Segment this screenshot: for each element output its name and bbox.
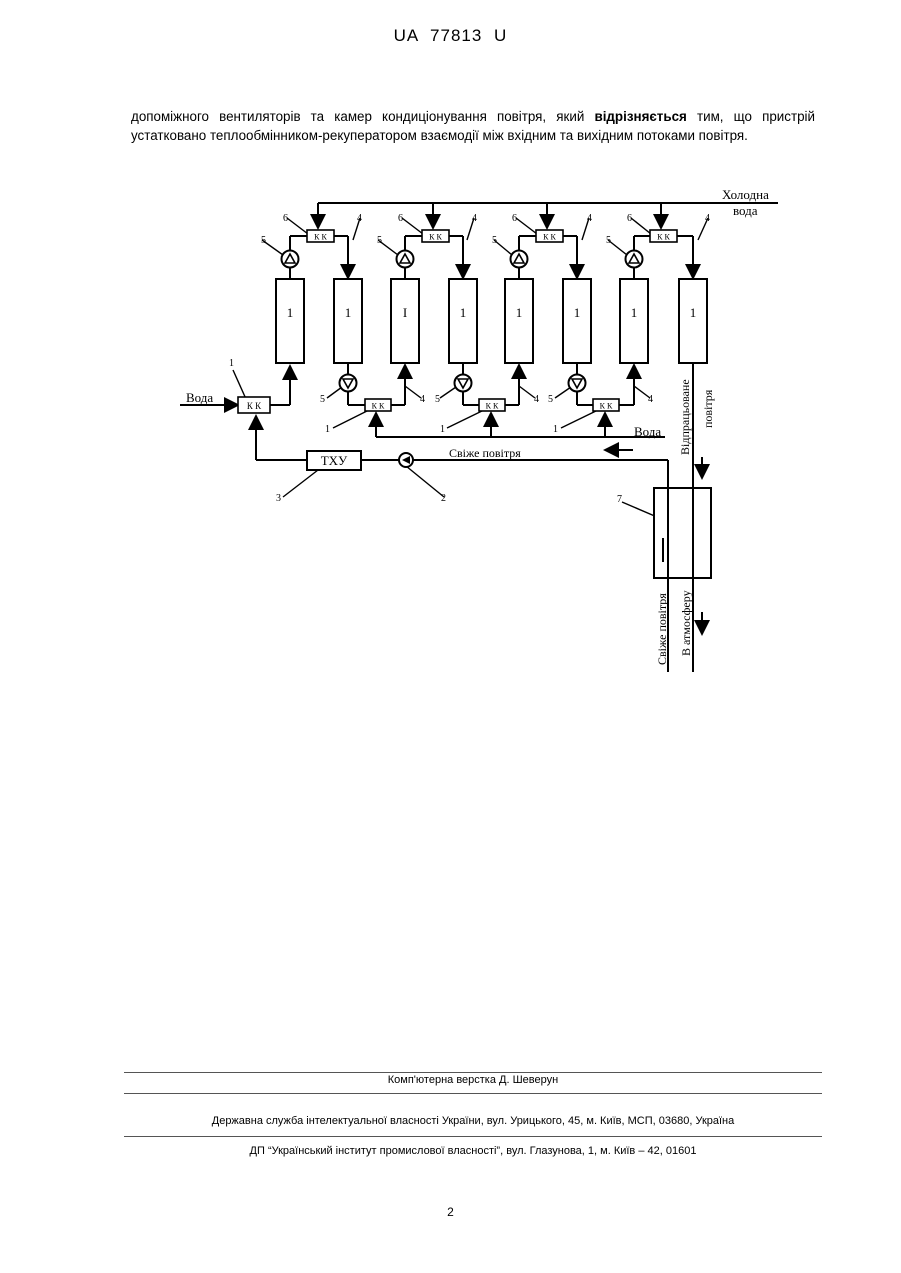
page-number: 2 [0,1205,901,1219]
reference-number: 5 [548,394,553,405]
reference-number: 1 [440,424,445,435]
chamber-label: 1 [287,305,294,320]
air-conditioning-diagram: 1 1 I 1 1 1 1 1 К К К К К К К К К К К К … [170,180,790,680]
chamber-label: 1 [690,305,697,320]
reference-number: 6 [512,213,517,224]
layout-credit: Комп'ютерна верстка Д. Шеверун [124,1074,822,1086]
water-inlet-label: Вода [186,390,213,405]
valve-label: К К [600,402,613,411]
reference-number: 5 [377,235,382,246]
reference-number: 4 [420,394,425,405]
chamber-label: 1 [460,305,467,320]
exhaust-air-label: Відпрацьоване [678,379,692,455]
reference-number: 5 [606,235,611,246]
valve-label: К К [429,233,442,242]
reference-number: 7 [617,494,622,505]
footer-divider [124,1136,822,1137]
reference-number: 4 [534,394,539,405]
footer-divider [124,1072,822,1073]
institute-address: ДП “Український інститут промислової вла… [124,1145,822,1157]
valve-label: К К [543,233,556,242]
claim-text: допоміжного вентиляторів та камер кондиц… [131,107,815,145]
claim-text-part1: допоміжного вентиляторів та камер кондиц… [131,109,594,124]
reference-number: 4 [357,213,362,224]
reference-number: 4 [587,213,592,224]
reference-number: 6 [283,213,288,224]
exhaust-air-label: повітря [701,389,715,428]
chamber-label: 1 [345,305,352,320]
chamber-label: 1 [574,305,581,320]
valve-label: К К [314,233,327,242]
valve-label: К К [486,402,499,411]
reference-number: 4 [648,394,653,405]
chamber-label: 1 [516,305,523,320]
reference-number: 1 [553,424,558,435]
cold-water-label: Холодна [722,187,769,202]
footer-divider [124,1093,822,1094]
reference-number: 5 [261,235,266,246]
reference-number: 5 [492,235,497,246]
conditioning-chambers [276,279,707,363]
reference-number: 2 [441,493,446,504]
reference-number: 6 [627,213,632,224]
to-atmosphere-label: В атмосферу [679,590,693,656]
reference-number: 1 [229,358,234,369]
agency-address: Державна служба інтелектуальної власност… [124,1115,822,1127]
fresh-air-label: Свіже повітря [449,446,521,460]
valve-label: К К [372,402,385,411]
valve-label: К К [247,401,262,411]
main-fan [399,453,413,467]
reference-number: 6 [398,213,403,224]
claim-keyword: відрізняється [594,109,686,124]
reference-number: 3 [276,493,281,504]
refrigeration-unit-label: ТХУ [321,453,348,468]
chamber-label: I [403,305,407,320]
reference-number: 5 [435,394,440,405]
reference-number: 4 [472,213,477,224]
heat-recuperator [654,488,711,578]
document-number: UA 77813 U [0,26,901,46]
chamber-label: 1 [631,305,638,320]
valve-label: К К [657,233,670,242]
reference-number: 1 [325,424,330,435]
reference-number: 4 [705,213,710,224]
water-inlet-label: Вода [634,424,661,439]
reference-number: 5 [320,394,325,405]
cold-water-label: вода [733,203,758,218]
fresh-air-vertical-label: Свіже повітря [655,593,669,665]
